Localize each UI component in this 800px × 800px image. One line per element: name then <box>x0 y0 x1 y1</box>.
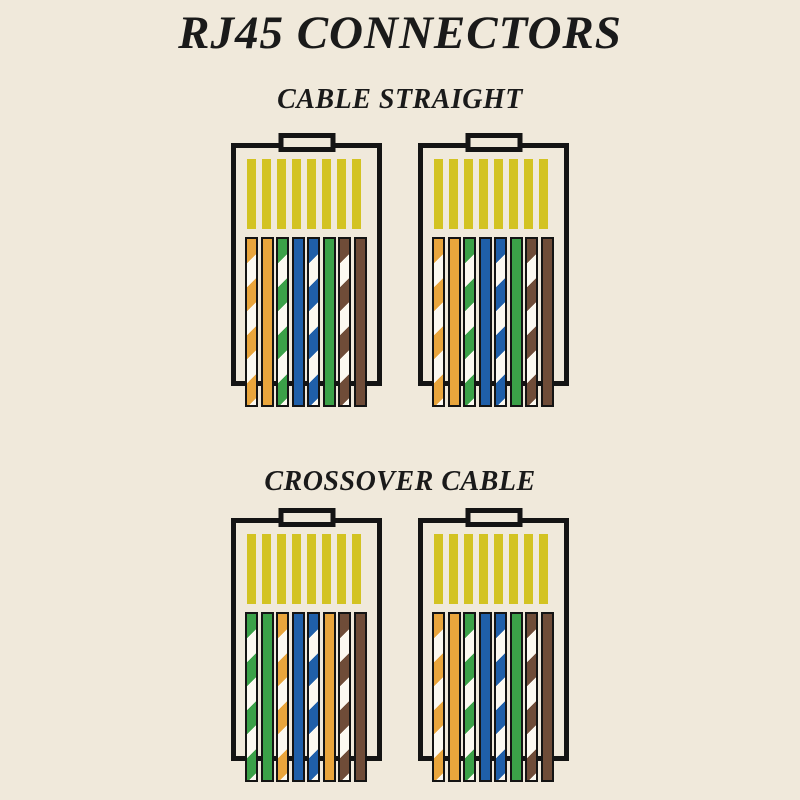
wire-row <box>245 237 367 407</box>
pin-row <box>247 159 361 229</box>
wire-brown <box>540 612 554 782</box>
wire-brown <box>540 237 554 407</box>
contact-pin <box>479 159 488 229</box>
wire-row <box>245 612 367 782</box>
contact-pin <box>277 534 286 604</box>
rj45-connector-crossover-left <box>231 508 382 782</box>
contact-pin <box>247 159 256 229</box>
wire-blue-white <box>494 612 507 782</box>
wire-blue <box>478 237 492 407</box>
contact-pin <box>292 159 301 229</box>
pin-row <box>434 534 548 604</box>
wire-brown-white <box>525 612 538 782</box>
contact-pin <box>352 159 361 229</box>
wire-brown-white <box>338 237 351 407</box>
contact-pin <box>509 159 518 229</box>
contact-pin <box>352 534 361 604</box>
wire-orange-white <box>276 612 289 782</box>
contact-pin <box>524 534 533 604</box>
section-title-cable-straight: CABLE STRAIGHT <box>277 84 523 115</box>
contact-pin <box>247 534 256 604</box>
wire-green-white <box>276 237 289 407</box>
pin-row <box>434 159 548 229</box>
wire-green-white <box>463 237 476 407</box>
wire-green <box>509 237 523 407</box>
wire-brown-white <box>338 612 351 782</box>
connector-latch-tab <box>465 508 522 527</box>
contact-pin <box>337 534 346 604</box>
wire-orange <box>322 612 336 782</box>
contact-pin <box>337 159 346 229</box>
contact-pin <box>434 159 443 229</box>
pin-row <box>247 534 361 604</box>
contact-pin <box>307 159 316 229</box>
contact-pin <box>539 534 548 604</box>
wire-blue <box>291 237 305 407</box>
connector-latch-tab <box>278 133 335 152</box>
contact-pin <box>494 534 503 604</box>
contact-pin <box>464 159 473 229</box>
wire-blue-white <box>307 612 320 782</box>
straight-cable-row <box>0 133 800 407</box>
contact-pin <box>434 534 443 604</box>
rj45-connector-straight-left <box>231 133 382 407</box>
wire-brown <box>353 612 367 782</box>
crossover-cable-row <box>0 508 800 782</box>
contact-pin <box>494 159 503 229</box>
wire-blue-white <box>307 237 320 407</box>
wire-orange <box>447 237 461 407</box>
wire-orange <box>260 237 274 407</box>
contact-pin <box>277 159 286 229</box>
wire-orange-white <box>245 237 258 407</box>
wire-row <box>432 612 554 782</box>
wire-row <box>432 237 554 407</box>
rj45-connector-crossover-right <box>418 508 569 782</box>
contact-pin <box>509 534 518 604</box>
contact-pin <box>322 534 331 604</box>
contact-pin <box>539 159 548 229</box>
wire-green <box>260 612 274 782</box>
contact-pin <box>322 159 331 229</box>
wire-green <box>509 612 523 782</box>
connector-latch-tab <box>465 133 522 152</box>
wire-green <box>322 237 336 407</box>
contact-pin <box>307 534 316 604</box>
contact-pin <box>449 534 458 604</box>
connector-latch-tab <box>278 508 335 527</box>
wire-blue-white <box>494 237 507 407</box>
wire-orange-white <box>432 237 445 407</box>
wire-brown-white <box>525 237 538 407</box>
contact-pin <box>479 534 488 604</box>
wire-orange-white <box>432 612 445 782</box>
wire-brown <box>353 237 367 407</box>
wire-orange <box>447 612 461 782</box>
contact-pin <box>262 534 271 604</box>
wire-blue <box>478 612 492 782</box>
section-title-crossover-cable: CROSSOVER CABLE <box>264 466 536 497</box>
wire-blue <box>291 612 305 782</box>
contact-pin <box>262 159 271 229</box>
rj45-connector-straight-right <box>418 133 569 407</box>
wire-green-white <box>463 612 476 782</box>
contact-pin <box>524 159 533 229</box>
contact-pin <box>449 159 458 229</box>
page-title: RJ45 CONNECTORS <box>178 7 622 59</box>
wire-green-white <box>245 612 258 782</box>
contact-pin <box>464 534 473 604</box>
contact-pin <box>292 534 301 604</box>
